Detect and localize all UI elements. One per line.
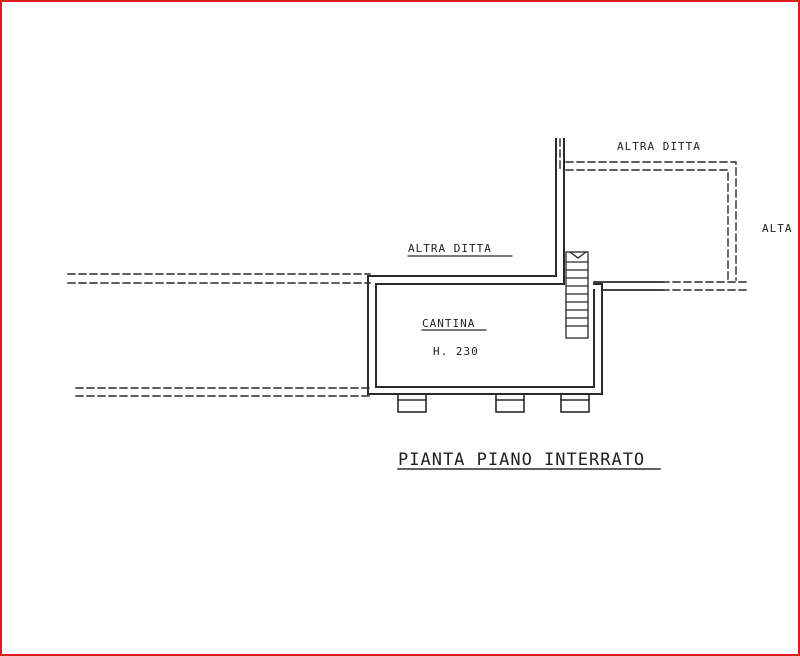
label-altra-ditta-top: ALTRA DITTA — [617, 140, 701, 153]
light-well-2 — [495, 393, 525, 413]
staircase — [565, 251, 589, 339]
upper-right-dashed-boundary — [559, 138, 751, 291]
left-dashed-boundary-top — [67, 273, 371, 284]
label-altra-ditta-right: ALTA — [762, 222, 793, 235]
light-well-3 — [560, 393, 590, 413]
room-name: CANTINA — [422, 317, 475, 330]
cantina-walls — [367, 138, 603, 395]
light-well-1 — [397, 393, 427, 413]
label-altra-ditta-left: ALTRA DITTA — [408, 242, 492, 255]
light-wells — [397, 393, 590, 413]
east-wall-line — [593, 281, 663, 291]
plan-title: PIANTA PIANO INTERRATO — [398, 450, 645, 470]
left-dashed-boundary-bottom — [75, 387, 371, 397]
room-height: H. 230 — [433, 345, 479, 358]
